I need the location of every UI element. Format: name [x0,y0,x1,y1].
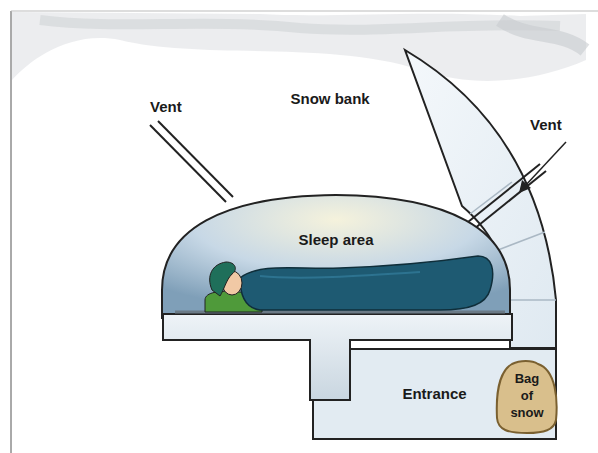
sleeping-bag-fold [260,272,420,278]
leader-arrowhead [519,180,531,193]
sleep-area-dome-shape [162,195,510,318]
jacket-pillow [205,291,262,312]
entrance-tunnel-shape [313,349,556,439]
snow-bag: Bag of snow [494,360,560,434]
wall-block-line [498,232,545,250]
sleep-area-dome-outline [160,190,512,320]
sleeper-face [222,271,242,295]
snow-bag-shape [497,361,557,433]
sleeper-hat [210,262,236,296]
area-label: Snow bank [291,90,370,107]
wall-block-line [470,182,512,214]
wall-block-line [510,299,556,301]
vent-pipe [468,164,540,222]
vent-pipe [474,171,546,229]
sleeping-bag [240,256,493,310]
vent-label: Vent [150,98,182,115]
frame-line [11,11,12,453]
node-label: Bag of snow [510,370,544,421]
snow-texture [40,20,560,30]
sleeping-platform [163,314,512,400]
snow-texture [500,20,585,50]
frame-line [11,11,598,12]
vent-label: Vent [530,116,562,133]
sleeping-pad [175,311,505,314]
sleep-area-dome: Sleep area [160,190,512,320]
snow-texture [12,12,586,81]
vent-pipe [150,125,226,202]
vent-pipe [158,121,233,197]
leader-line [525,142,566,186]
node-label: Sleep area [160,232,512,248]
